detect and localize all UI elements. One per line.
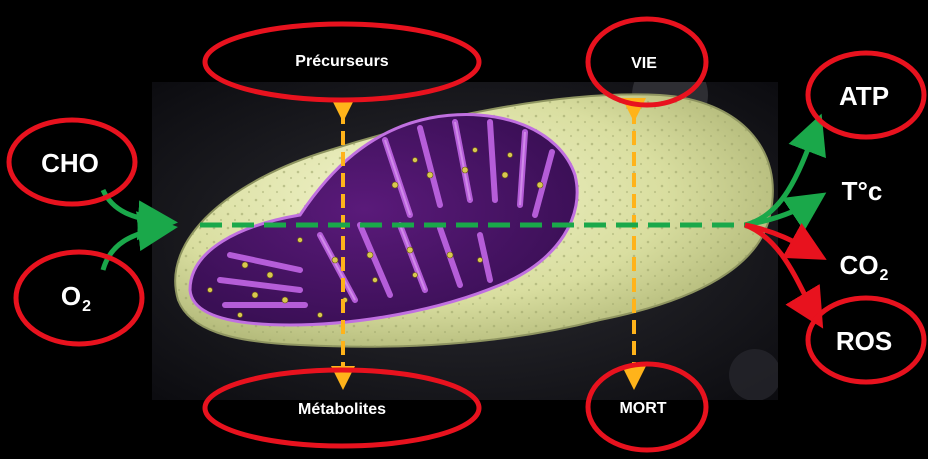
temperature-label: T°c [842,178,883,204]
o2-subscript: 2 [82,298,91,315]
ros-label: ROS [836,328,892,354]
mort-label: MORT [619,401,666,417]
cho-label: CHO [41,150,99,176]
mitochondrion-image [152,57,781,401]
atp-label: ATP [839,83,889,109]
metabolites-label: Métabolites [298,402,386,418]
vie-label: VIE [631,56,657,72]
o2-base: O [61,281,81,311]
co2-base: CO [840,250,879,280]
o2-label: O2 [61,283,91,315]
precursors-label: Précurseurs [295,54,388,70]
co2-subscript: 2 [880,267,889,284]
co2-label: CO2 [840,252,889,284]
